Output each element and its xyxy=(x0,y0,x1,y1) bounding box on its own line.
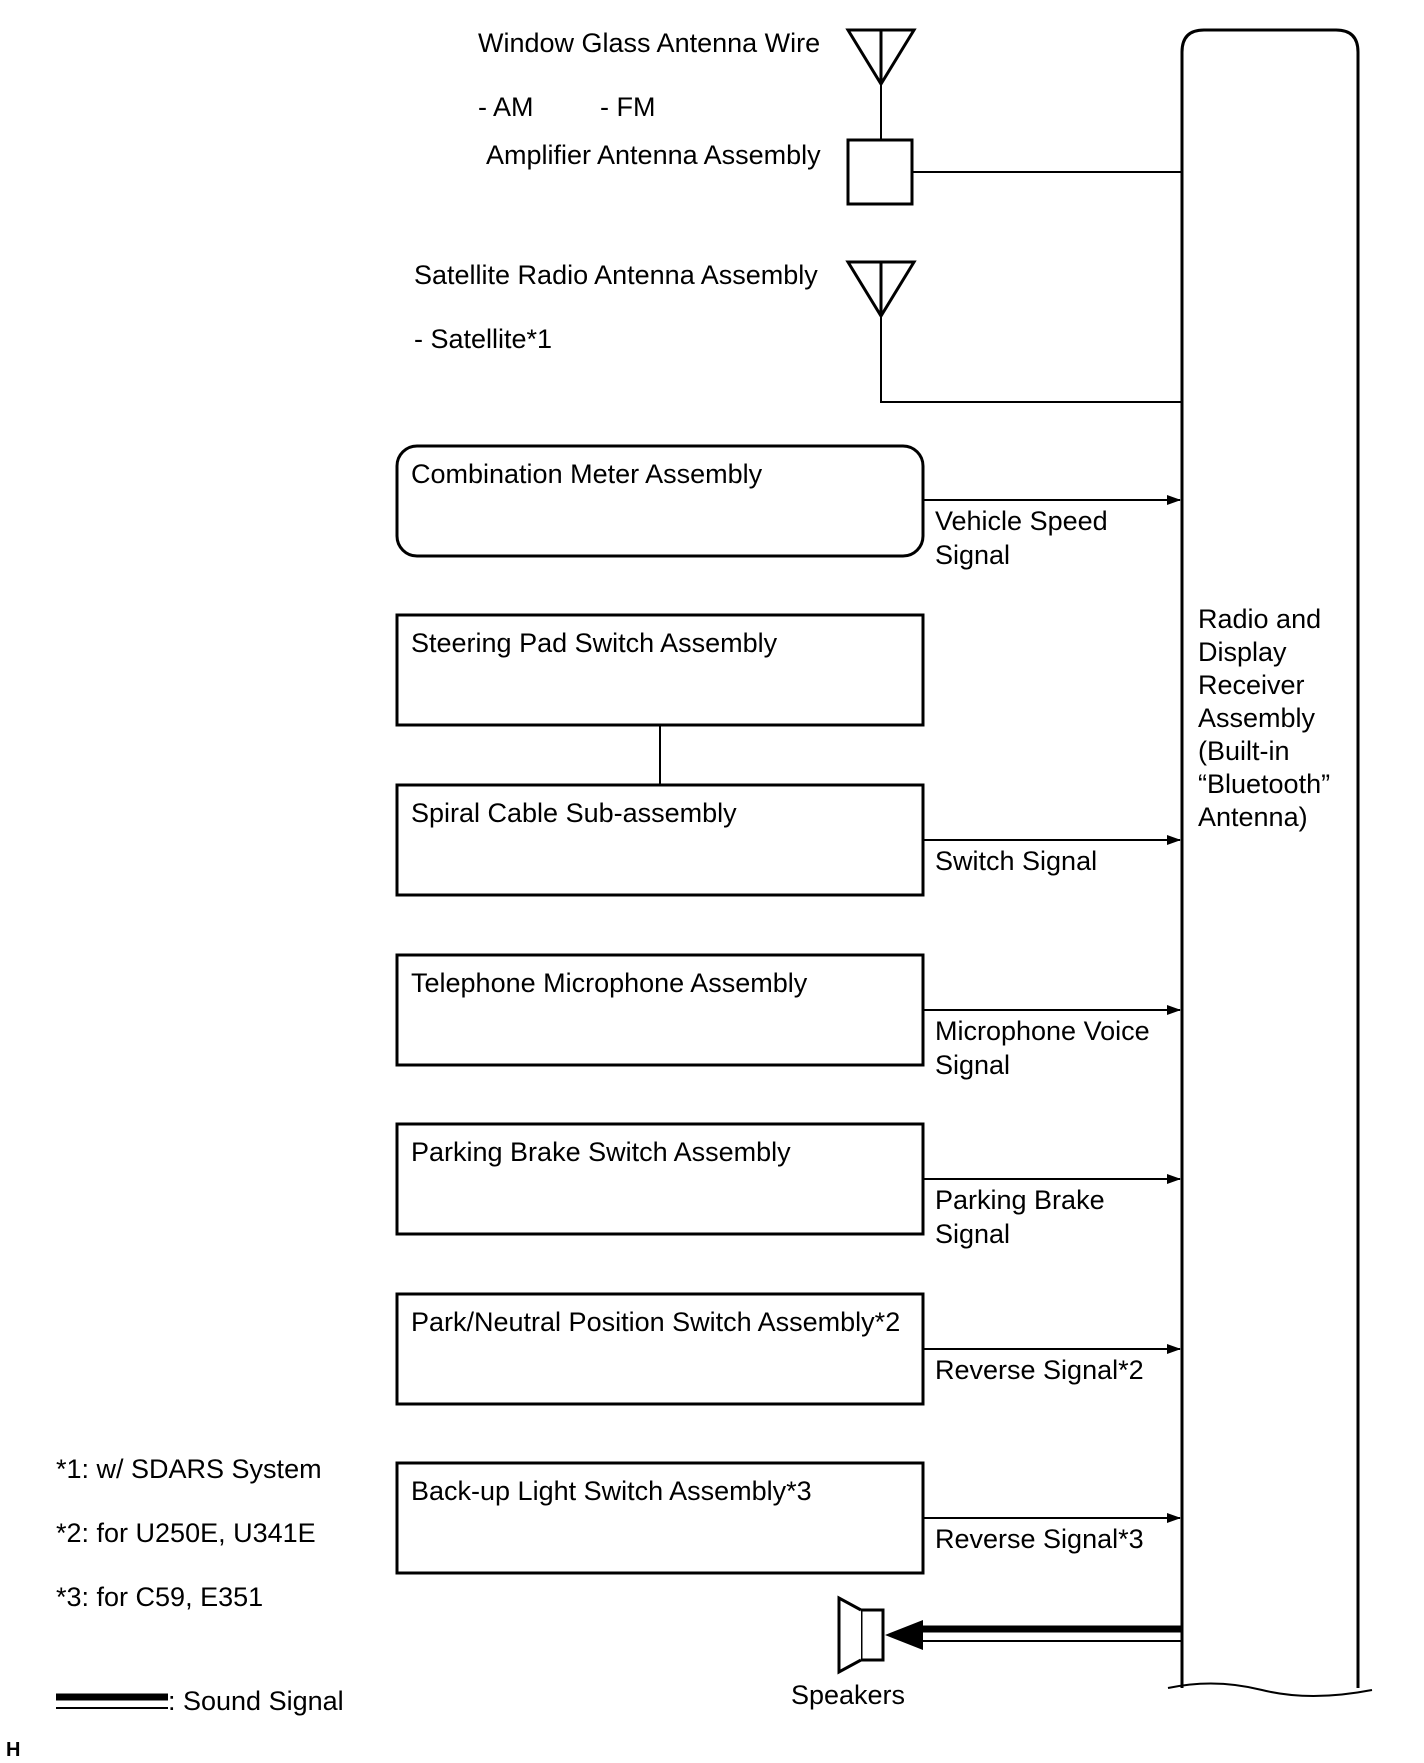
footnote: *1: w/ SDARS System xyxy=(56,1454,322,1484)
receiver-label: Radio and Display Receiver Assembly (Bui… xyxy=(1198,604,1330,832)
component-label: Telephone Microphone Assembly xyxy=(411,968,808,998)
signal-label: Signal xyxy=(935,1219,1010,1249)
receiver-box xyxy=(1180,28,1360,1688)
component-box-backup-light xyxy=(395,1461,925,1575)
signal-label: Signal xyxy=(935,540,1010,570)
receiver-line: “Bluetooth” xyxy=(1198,769,1330,799)
signal-label: Switch Signal xyxy=(935,846,1097,876)
component-label: Back-up Light Switch Assembly*3 xyxy=(411,1476,812,1506)
component-box-park-neutral xyxy=(395,1292,925,1406)
component-label: Parking Brake Switch Assembly xyxy=(411,1137,791,1167)
corner-mark: H xyxy=(6,1739,20,1761)
component-label: Spiral Cable Sub-assembly xyxy=(411,798,737,828)
fm-label: - FM xyxy=(600,92,655,122)
signal-label: Microphone Voice xyxy=(935,1016,1150,1046)
receiver-break-line xyxy=(1167,1682,1373,1697)
footnote: *2: for U250E, U341E xyxy=(56,1518,316,1548)
satellite-label: - Satellite*1 xyxy=(414,324,552,354)
speaker-icon xyxy=(837,1595,885,1675)
component-label: Park/Neutral Position Switch Assembly*2 xyxy=(411,1307,900,1337)
signal-label: Reverse Signal*3 xyxy=(935,1524,1144,1554)
amplifier-label: Amplifier Antenna Assembly xyxy=(486,140,821,170)
window-antenna-icon xyxy=(845,28,917,87)
sound-signal-arrow xyxy=(885,1620,923,1650)
signal-label: Signal xyxy=(935,1050,1010,1080)
window-glass-label: Window Glass Antenna Wire xyxy=(478,28,820,58)
receiver-line: Assembly xyxy=(1198,703,1316,733)
receiver-line: Receiver xyxy=(1198,670,1305,700)
component-box-steering-pad xyxy=(395,613,925,727)
component-label: Combination Meter Assembly xyxy=(411,459,763,489)
signal-label: Parking Brake xyxy=(935,1185,1105,1215)
satellite-antenna-label: Satellite Radio Antenna Assembly xyxy=(414,260,818,290)
legend-sound-label: : Sound Signal xyxy=(168,1686,344,1716)
satellite-antenna-icon xyxy=(845,260,917,319)
component-label: Steering Pad Switch Assembly xyxy=(411,628,778,658)
amplifier-box xyxy=(846,138,914,206)
receiver-line: Radio and xyxy=(1198,604,1321,634)
satellite-line xyxy=(880,316,1182,403)
footnote: *3: for C59, E351 xyxy=(56,1582,263,1612)
signal-label: Reverse Signal*2 xyxy=(935,1355,1144,1385)
component-box-telephone-microphone xyxy=(395,953,925,1067)
component-box-spiral-cable xyxy=(395,783,925,897)
signal-label: Vehicle Speed xyxy=(935,506,1108,536)
am-label: - AM xyxy=(478,92,534,122)
speakers-label: Speakers xyxy=(791,1680,905,1710)
receiver-line: (Built-in xyxy=(1198,736,1290,766)
receiver-line: Display xyxy=(1198,637,1287,667)
receiver-line: Antenna) xyxy=(1198,802,1308,832)
